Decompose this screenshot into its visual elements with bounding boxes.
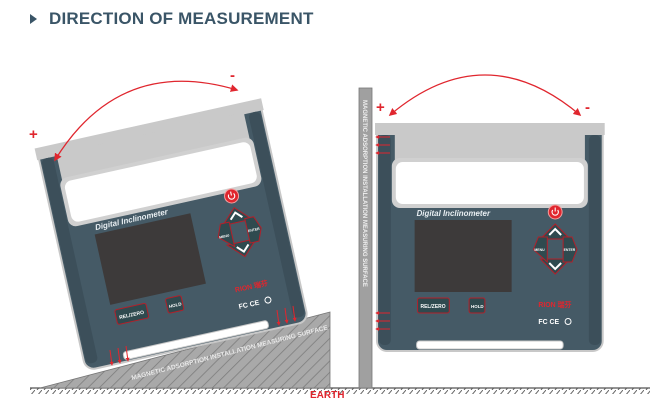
hold-button[interactable]: HOLD [165, 295, 185, 314]
hold-button[interactable]: HOLD [468, 297, 486, 314]
svg-text:REL/ZERO: REL/ZERO [119, 310, 145, 321]
down-button[interactable] [539, 258, 572, 275]
svg-text:REL/ZERO: REL/ZERO [421, 304, 446, 310]
handle-slot [395, 162, 584, 204]
enter-button[interactable]: ENTER [244, 216, 264, 244]
chevron-down-icon [236, 243, 250, 254]
display-screen [414, 220, 512, 292]
plus-label: + [376, 99, 385, 116]
svg-text:ENTER: ENTER [564, 248, 576, 252]
vertical-wall: MAGNETIC ADSORPTION INSTALLATION MEASURI… [358, 87, 373, 389]
enter-button[interactable]: ENTER [562, 236, 578, 263]
chevron-up-icon [229, 211, 243, 221]
chevron-down-icon [548, 262, 562, 271]
up-button[interactable] [220, 204, 254, 227]
earth-label: EARTH [310, 390, 344, 401]
power-button[interactable] [547, 204, 563, 220]
certification-marks: FC CE [238, 300, 260, 311]
brand-logo: RION 瑞芬 [538, 300, 571, 309]
handle-slot [64, 142, 257, 222]
device-title: Digital Inclinometer [417, 209, 491, 218]
rohs-icon [564, 318, 572, 325]
svg-text:HOLD: HOLD [168, 301, 182, 309]
inclinometer-device: Digital Inclinometer MENU ENTER [34, 98, 308, 370]
plus-label: + [29, 126, 38, 143]
down-button[interactable] [225, 237, 260, 260]
handle-top [375, 123, 605, 135]
power-icon [227, 193, 236, 200]
menu-button[interactable]: MENU [532, 236, 548, 264]
rel-zero-button[interactable]: REL/ZERO [417, 297, 450, 314]
magnet-force-arrows [109, 305, 297, 366]
left-rotation-indicator: + - [29, 67, 297, 366]
rohs-icon [264, 296, 272, 304]
minus-label: - [230, 67, 235, 84]
certification-marks: FC CE [538, 319, 559, 326]
inclinometer-device: Digital Inclinometer MENU ENTER [375, 123, 605, 352]
svg-text:HOLD: HOLD [471, 304, 484, 309]
rel-zero-button[interactable]: REL/ZERO [114, 302, 150, 325]
svg-text:MENU: MENU [219, 233, 230, 239]
triangle-bullet-icon [30, 14, 37, 24]
wall-surface-label: MAGNETIC ADSORPTION INSTALLATION MEASURI… [361, 100, 367, 287]
svg-text:MENU: MENU [534, 248, 545, 252]
chevron-up-icon [548, 227, 562, 236]
power-button[interactable] [223, 188, 240, 205]
ground: EARTH [30, 387, 650, 401]
svg-text:ENTER: ENTER [248, 227, 261, 234]
display-screen [94, 213, 206, 305]
menu-button[interactable]: MENU [215, 221, 236, 249]
section-header: DIRECTION OF MEASUREMENT [30, 9, 314, 29]
magnet-force-arrows [375, 135, 390, 331]
section-title: DIRECTION OF MEASUREMENT [49, 9, 314, 28]
minus-label: - [585, 99, 590, 116]
right-rotation-indicator: + - [375, 74, 590, 331]
up-button[interactable] [539, 223, 572, 240]
power-icon [551, 209, 559, 216]
